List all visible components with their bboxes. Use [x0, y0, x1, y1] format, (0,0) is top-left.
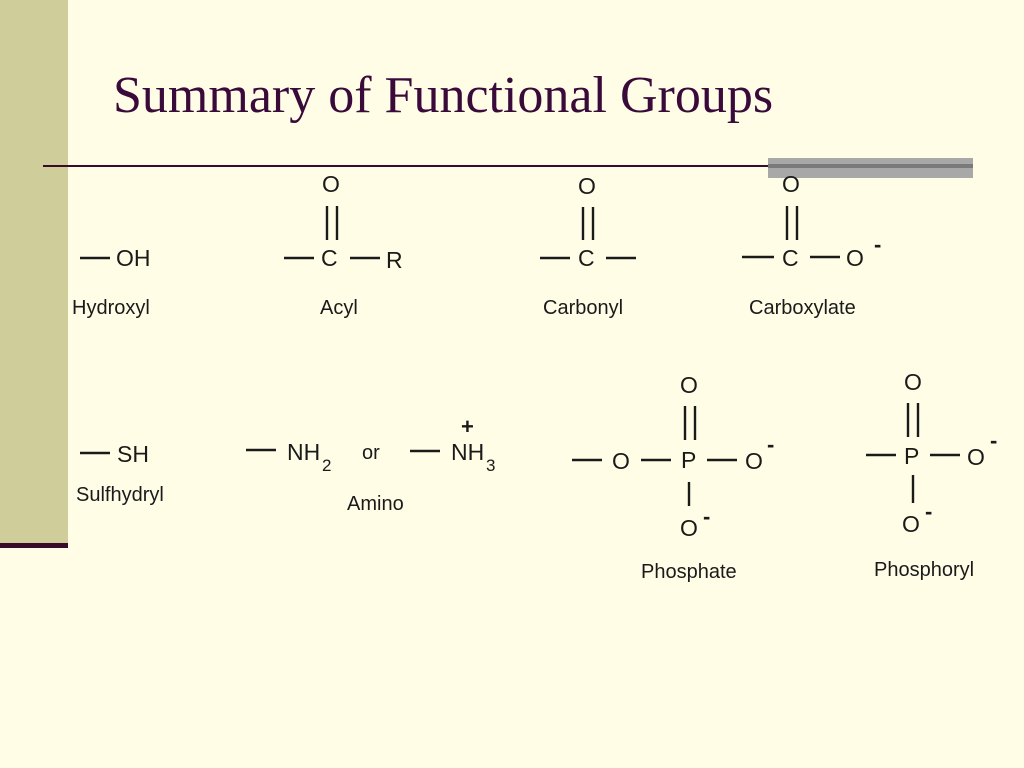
amino-neutral-subscript: 2: [322, 456, 331, 475]
acyl-group: O C R Acyl: [284, 171, 403, 319]
phosphate-right-charge: -: [767, 432, 774, 457]
hydroxyl-group: OH Hydroxyl: [72, 245, 151, 319]
left-accent-bar-base: [0, 543, 68, 548]
phosphate-label: Phosphate: [641, 561, 737, 583]
phosphoryl-label: Phosphoryl: [874, 559, 974, 581]
phosphoryl-oxygen-right: O: [967, 444, 985, 470]
phosphate-group: O O P O - O - Phosphate: [572, 372, 774, 583]
acyl-substituent: R: [386, 247, 403, 273]
acyl-label: Acyl: [320, 297, 358, 319]
amino-charge: +: [461, 414, 474, 439]
phosphoryl-bottom-charge: -: [925, 499, 932, 524]
carbonyl-label: Carbonyl: [543, 297, 623, 319]
hydroxyl-atom: OH: [116, 245, 151, 271]
sulfhydryl-group: SH Sulfhydryl: [76, 441, 164, 506]
amino-group: NH 2 or + NH 3 Amino: [246, 414, 495, 515]
amino-charged-atom: NH: [451, 439, 484, 465]
phosphoryl-group: O P O - O - Phosphoryl: [866, 369, 997, 581]
acyl-oxygen: O: [322, 171, 340, 197]
carboxylate-charge: -: [874, 232, 881, 257]
title-divider-accent-stripe: [768, 164, 973, 168]
phosphoryl-phosphorus: P: [904, 443, 919, 469]
title-divider-accent: [768, 158, 973, 178]
carbonyl-carbon: C: [578, 245, 595, 271]
left-accent-bar: [0, 0, 68, 548]
acyl-carbon: C: [321, 245, 338, 271]
carboxylate-label: Carboxylate: [749, 297, 856, 319]
carbonyl-oxygen: O: [578, 173, 596, 199]
phosphate-oxygen-bottom: O: [680, 515, 698, 541]
carboxylate-oxygen-right: O: [846, 245, 864, 271]
phosphoryl-right-charge: -: [990, 428, 997, 453]
carboxylate-carbon: C: [782, 245, 799, 271]
carboxylate-oxygen-top: O: [782, 171, 800, 197]
carbonyl-group: O C Carbonyl: [540, 173, 636, 319]
carboxylate-group: O C O - Carboxylate: [742, 171, 881, 319]
slide-title: Summary of Functional Groups: [113, 67, 774, 124]
phosphoryl-oxygen-top: O: [904, 369, 922, 395]
amino-charged-subscript: 3: [486, 456, 495, 475]
phosphate-phosphorus: P: [681, 447, 696, 473]
phosphate-oxygen-right: O: [745, 448, 763, 474]
title-divider: [43, 165, 973, 167]
phosphoryl-oxygen-bottom: O: [902, 511, 920, 537]
phosphate-oxygen-left: O: [612, 448, 630, 474]
sulfhydryl-atom: SH: [117, 441, 149, 467]
phosphate-bottom-charge: -: [703, 504, 710, 529]
amino-or-connector: or: [362, 442, 380, 464]
phosphate-oxygen-top: O: [680, 372, 698, 398]
sulfhydryl-label: Sulfhydryl: [76, 484, 164, 506]
hydroxyl-label: Hydroxyl: [72, 297, 150, 319]
amino-neutral-atom: NH: [287, 439, 320, 465]
amino-label: Amino: [347, 493, 404, 515]
